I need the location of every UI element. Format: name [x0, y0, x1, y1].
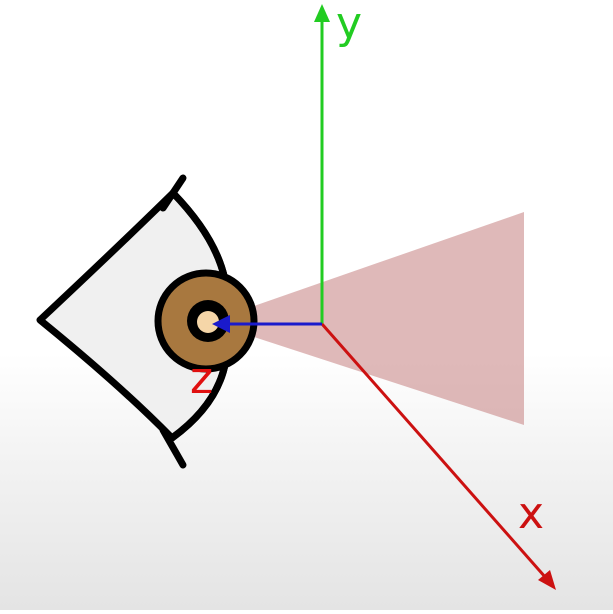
eyelid-line-bottom — [159, 426, 187, 469]
x-axis-line — [320, 323, 548, 579]
eye-icon — [36, 174, 258, 469]
y-axis-arrowhead — [314, 4, 330, 22]
pupil-highlight — [197, 311, 219, 333]
y-axis — [314, 4, 330, 324]
z-axis-arrowhead — [212, 315, 230, 333]
x-axis-arrowhead — [538, 570, 556, 590]
eyelid-line-top — [159, 174, 187, 212]
z-axis — [212, 315, 322, 333]
x-axis-label: x — [518, 488, 544, 539]
z-axis-label: z — [190, 353, 213, 404]
x-axis — [320, 323, 556, 590]
y-axis-label: y — [336, 0, 362, 49]
view-frustum — [208, 212, 524, 425]
